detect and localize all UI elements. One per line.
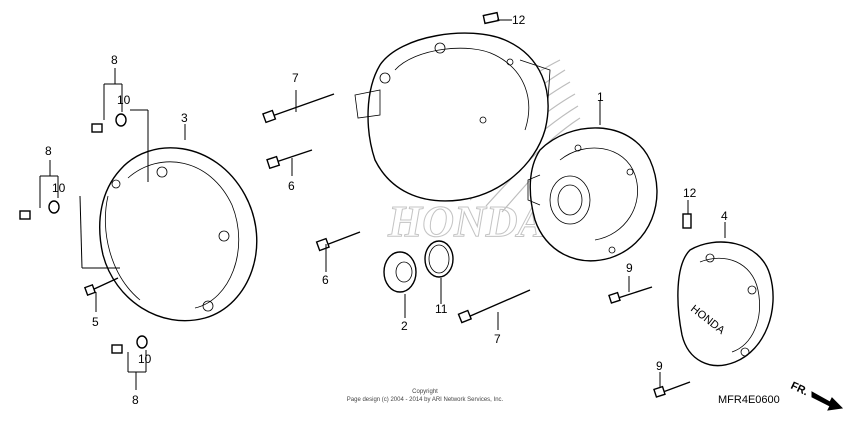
bolt-mid-left	[275, 149, 313, 163]
callout-11: 11	[435, 302, 448, 316]
copyright-text: Page design (c) 2004 - 2014 by ARI Netwo…	[347, 397, 504, 403]
callout-7-lower: 7	[494, 332, 501, 346]
callout-5: 5	[92, 315, 99, 329]
dowel-pin-top	[482, 11, 500, 25]
bolt-set-top	[91, 123, 103, 133]
dowel-pin-right	[682, 213, 692, 229]
part-oil-seal	[383, 251, 417, 293]
callout-7-upper: 7	[292, 71, 299, 85]
callout-10-middle: 10	[52, 181, 66, 195]
bolt-long-lower	[467, 289, 531, 318]
bolt-right-upper	[617, 286, 653, 299]
honda-watermark-text: HONDA	[387, 197, 547, 246]
callout-3: 3	[181, 111, 188, 125]
callout-12-top: 12	[512, 13, 526, 27]
callout-labels: 1 2 3 4 5 6 6 7 7 8 8 8 9 9 10 10 10 11 …	[45, 13, 728, 407]
callout-10-top: 10	[117, 93, 131, 107]
callout-9-lower: 9	[656, 359, 663, 373]
part-alternator-cover: HONDA	[677, 241, 774, 367]
leader-lines	[39, 19, 726, 390]
front-direction-arrow-icon: FR.	[789, 380, 844, 411]
callout-8-middle: 8	[45, 144, 52, 158]
bolt-long-top	[271, 93, 335, 117]
diagram-code: MFR4E0600	[718, 394, 780, 406]
part-crankcase-housing	[354, 32, 551, 202]
callout-12-right: 12	[683, 186, 697, 200]
callout-9-upper: 9	[626, 261, 633, 275]
part-left-crankcase-cover	[99, 147, 258, 322]
part-clutch-cover	[527, 127, 658, 262]
callout-8-bottom: 8	[132, 393, 139, 407]
callout-6-lower: 6	[322, 273, 329, 287]
bolt-set-bottom	[111, 344, 123, 354]
bolt-set-middle	[19, 210, 31, 220]
bolt-right-lower	[662, 381, 691, 393]
callout-10-bottom: 10	[138, 352, 152, 366]
bolt-mid-lower	[325, 231, 361, 246]
callout-2: 2	[401, 319, 408, 333]
callout-8-top: 8	[111, 53, 118, 67]
callout-1: 1	[597, 90, 604, 104]
part-o-ring	[424, 240, 454, 278]
callout-4: 4	[721, 209, 728, 223]
copyright-heading: Copyright	[412, 389, 438, 395]
bolt-small	[91, 277, 119, 291]
direction-label: FR.	[789, 380, 810, 398]
callout-6-upper: 6	[288, 179, 295, 193]
